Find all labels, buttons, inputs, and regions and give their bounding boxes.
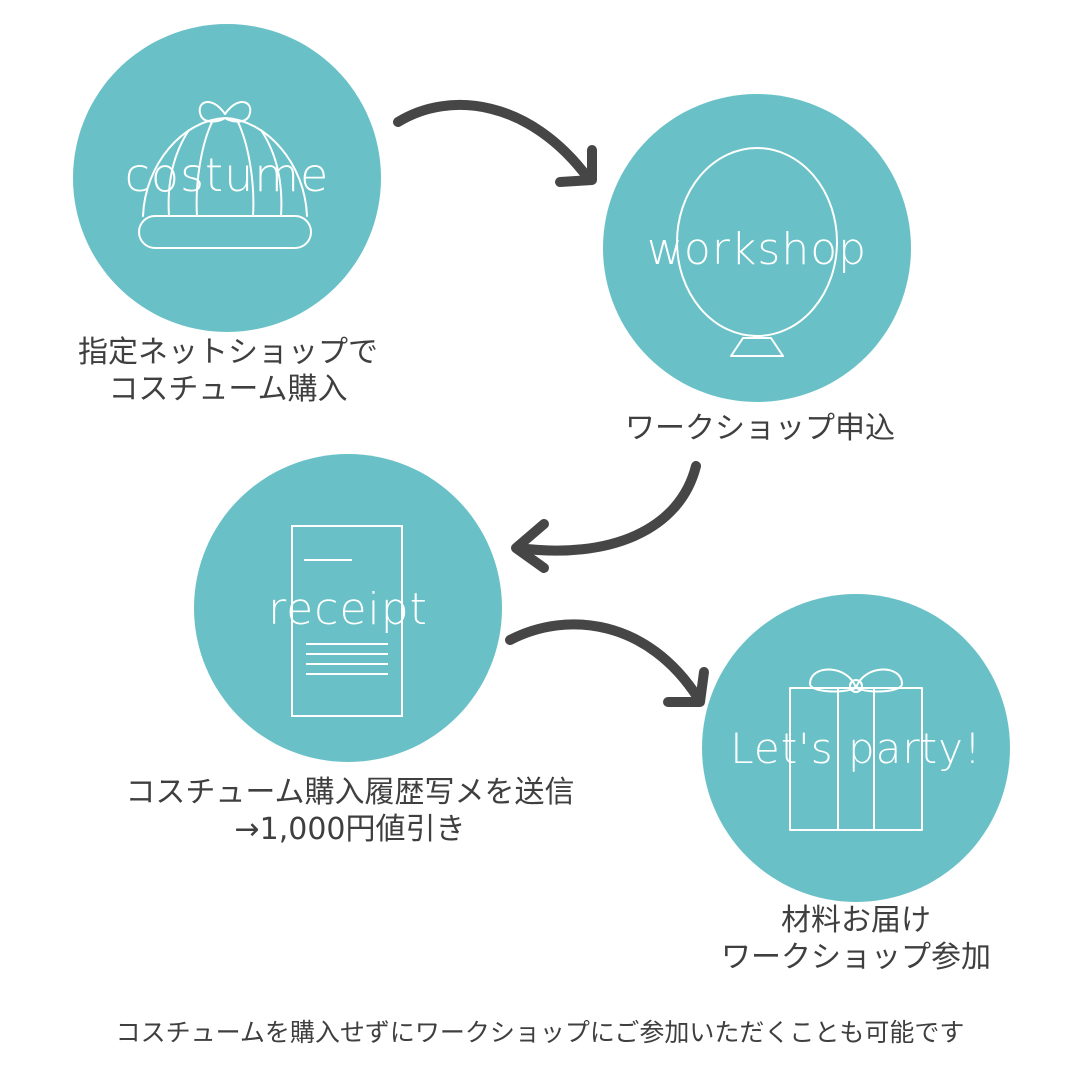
step-3-label: receipt xyxy=(268,584,428,635)
step-2-caption-line-1: ワークショップ申込 xyxy=(625,411,895,446)
step-1-circle: costume xyxy=(73,24,381,332)
step-1-label: costume xyxy=(124,148,330,202)
arrow-right-down-icon xyxy=(505,619,709,707)
arrow-left-down-icon xyxy=(511,461,701,573)
step-3-caption-line-2: →1,000円値引き xyxy=(234,812,466,847)
step-2-caption: ワークショップ申込 xyxy=(560,410,960,447)
step-4-label: Let's party! xyxy=(730,724,982,773)
step-3-circle: receipt xyxy=(194,454,502,762)
receipt-icon xyxy=(291,525,403,717)
step-1-caption-line-2: コスチューム購入 xyxy=(108,372,348,407)
step-3-caption-line-1: コスチューム購入履歴写メを送信 xyxy=(125,775,575,810)
step-4-caption-line-2: ワークショップ参加 xyxy=(721,940,991,975)
arrow-right-icon xyxy=(393,100,597,187)
footnote: コスチュームを購入せずにワークショップにご参加いただくことも可能です xyxy=(115,1018,965,1047)
knit-hat-icon xyxy=(138,101,312,249)
step-4-caption: 材料お届け ワークショップ参加 xyxy=(656,902,1056,976)
step-1-caption-line-1: 指定ネットショップで xyxy=(78,335,378,370)
balloon-icon xyxy=(676,147,838,357)
step-2-label: workshop xyxy=(646,224,868,275)
step-4-circle: Let's party! xyxy=(702,594,1010,902)
step-4-caption-line-1: 材料お届け xyxy=(781,903,931,938)
gift-box-icon xyxy=(789,668,923,831)
step-1-caption: 指定ネットショップで コスチューム購入 xyxy=(28,334,428,408)
step-2-circle: workshop xyxy=(603,94,911,402)
step-3-caption: コスチューム購入履歴写メを送信 →1,000円値引き xyxy=(20,774,680,848)
